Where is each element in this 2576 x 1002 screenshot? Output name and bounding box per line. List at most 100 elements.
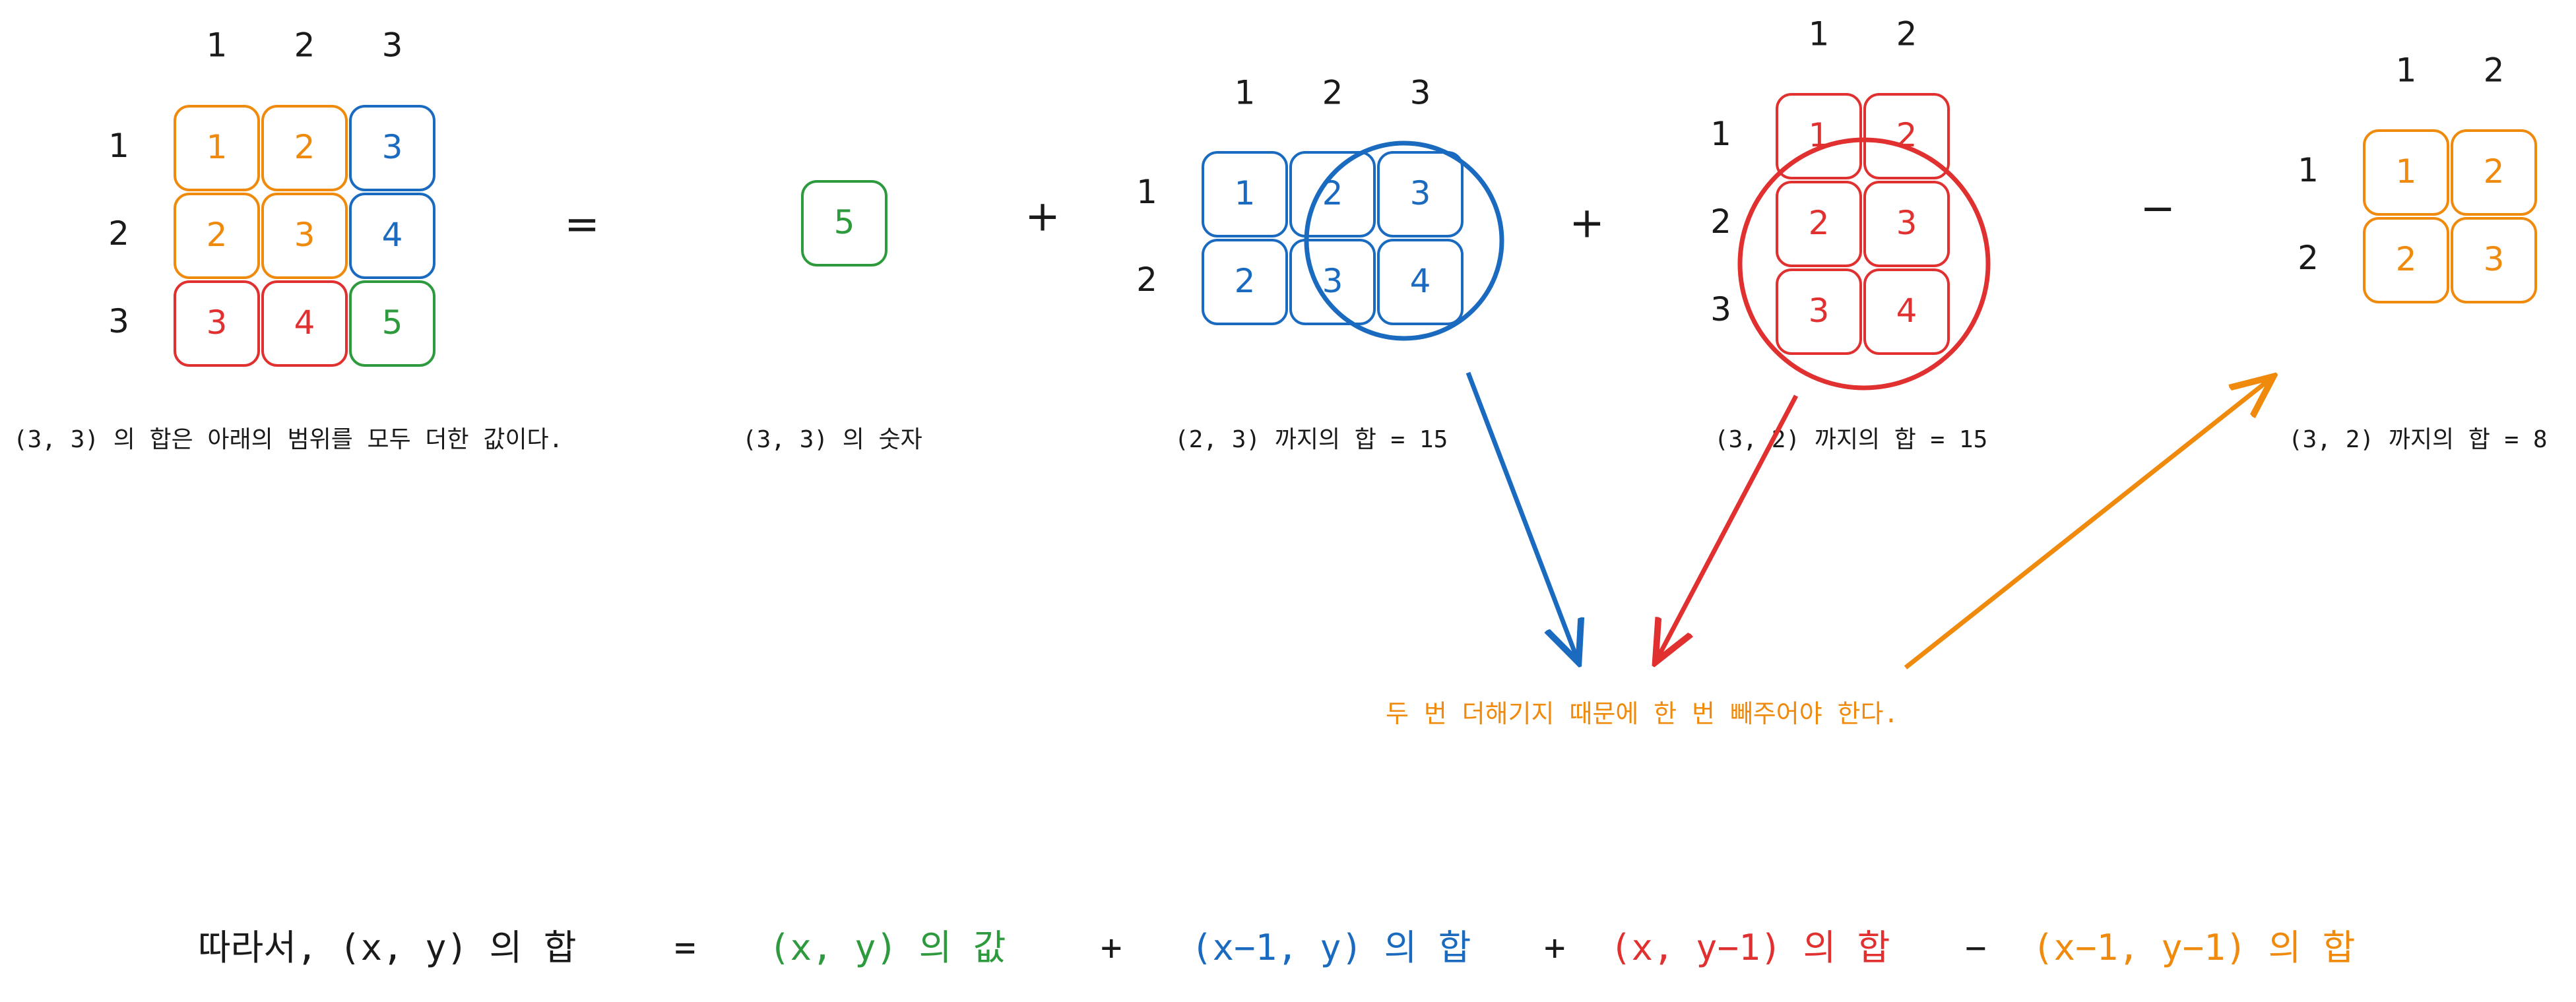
formula-term: (x−1, y−1) 의 합 [2032,927,2356,968]
grid-cell-box [2451,129,2537,216]
grid-cell-box [801,180,887,266]
grid-cell-box [174,193,260,279]
blue-arrow [1465,371,1577,658]
caption-overlap: (3, 2) 까지의 합 = 8 [2288,426,2548,453]
orange-arrow [1904,379,2270,670]
grid-cell-box [1202,239,1288,325]
grid-cell-value: 2 [207,216,228,254]
caption-single: (3, 3) 의 숫자 [742,426,922,453]
grid-cell-value: 4 [1410,262,1431,300]
col-header: 1 [2396,51,2417,90]
col-header: 1 [207,26,228,65]
row-header: 1 [2298,151,2319,189]
formula-term: + [1544,927,1566,968]
col-header: 3 [1410,74,1431,112]
row-header: 3 [1710,290,1731,329]
col-header: 2 [2484,51,2505,90]
col-header: 3 [382,26,403,65]
caption-sum-3-2: (3, 2) 까지의 합 = 15 [1714,426,1987,453]
grid-cell-box [1202,151,1288,237]
grid-cell-value: 3 [1322,262,1343,300]
grid-cell-box [261,280,348,367]
grid-cell-box [174,105,260,191]
grid-cell-value: 1 [2396,152,2417,191]
grid-cell-value: 2 [2484,152,2505,191]
plus-operator-2: + [1569,199,1605,248]
minus-operator: − [2140,185,2175,234]
grid-cell-value: 5 [834,203,855,241]
grid-cell-value: 3 [382,128,403,166]
grid-overlap: 1 2 1 2 1 2 2 3 [2298,51,2537,303]
formula-term: (x, y) 의 값 [769,927,1006,968]
grid-cell-box [2363,217,2449,303]
grid-cell-value: 2 [294,128,315,166]
red-overlap-circle [1737,137,1991,391]
caption-main: (3, 3) 의 합은 아래의 범위를 모두 더한 값이다. [13,426,563,453]
grid-cell-box [261,193,348,279]
formula-term: (x−1, y) 의 합 [1191,927,1471,968]
formula: 따라서, (x, y) 의 합=(x, y) 의 값+(x−1, y) 의 합+… [198,927,2356,968]
grid-cell-box [1863,181,1950,267]
grid-cell-box [1863,93,1950,179]
grid-cell-box [2363,129,2449,216]
grid-cell-value: 3 [2484,240,2505,278]
grid-cell-value: 4 [294,303,315,342]
caption-sum-2-3: (2, 3) 까지의 합 = 15 [1175,426,1448,453]
grid-cell-value: 3 [294,216,315,254]
grid-cell-box [1377,151,1464,237]
grid-cell-value: 4 [1896,292,1917,330]
col-header: 1 [1809,15,1830,53]
grid-cell-value: 4 [382,216,403,254]
red-arrow [1658,394,1799,658]
formula-term: − [1965,927,1987,968]
row-header: 3 [108,302,129,340]
double-count-note: 두 번 더해기지 때문에 한 번 빼주어야 한다. [1386,699,1898,728]
grid-cell-box [1863,268,1950,355]
grid-cell-box [1289,239,1376,325]
grid-cell-value: 2 [2396,240,2417,278]
grid-cell-value: 2 [1235,262,1256,300]
col-header: 2 [1896,15,1917,53]
row-header: 1 [108,127,129,165]
row-header: 1 [1136,173,1157,211]
col-header: 2 [294,26,315,65]
grid-cell-value: 2 [1809,204,1830,242]
grid-cell-box [1776,93,1862,179]
grid-cell-value: 3 [1809,292,1830,330]
grid-cell-box [2451,217,2537,303]
grid-cell-box [1377,239,1464,325]
formula-term: + [1101,927,1122,968]
grid-cell-box [1289,151,1376,237]
grid-cell-box [349,105,435,191]
grid-cell-value: 1 [1235,174,1256,212]
grid-cell-box [174,280,260,367]
grid-cell-box [1776,181,1862,267]
col-header: 2 [1322,74,1343,112]
row-header: 2 [108,214,129,253]
grid-cell-box [349,280,435,367]
grid-cell-box [261,105,348,191]
row-header: 1 [1710,115,1731,153]
plus-operator-1: + [1025,193,1060,241]
grid-main: 1 2 3 1 2 3 1 2 3 2 3 4 3 4 5 [108,26,435,367]
grids-layer: 1 2 3 1 2 3 1 2 3 2 3 4 3 4 5 5 1 2 3 1 2 1 2 3 2 3 4 1 2 1 2 3 1 2 2 3 3 4 1 2… [108,15,2537,367]
grid-cell-value: 1 [207,128,228,166]
equals-operator: = [564,201,600,249]
grid-cell-box [1776,268,1862,355]
row-header: 2 [1136,261,1157,299]
grid-cell-box [349,193,435,279]
grid-cell-value: 3 [1896,204,1917,242]
grid-cell-value: 5 [382,303,403,342]
col-header: 1 [1235,74,1256,112]
row-header: 2 [1710,203,1731,241]
formula-term: = [674,927,696,968]
formula-term: (x, y−1) 의 합 [1610,927,1890,968]
row-header: 2 [2298,239,2319,277]
blue-overlap-circle [1304,141,1504,341]
grid-cell-value: 3 [207,303,228,342]
grid-single: 5 [801,180,887,266]
grid-cell-value: 3 [1410,174,1431,212]
